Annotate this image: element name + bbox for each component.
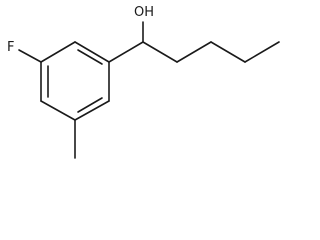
fluorine-bond <box>18 49 42 63</box>
ring-bond-4 <box>40 100 76 121</box>
ring-to-carbinol-bond <box>108 41 144 63</box>
ring-double-bond-2 <box>77 97 103 113</box>
ring-double-bond-1 <box>77 49 103 65</box>
ring-bond-1 <box>74 41 110 63</box>
chain-bond-4 <box>244 41 280 63</box>
molecule-svg: F OH <box>7 5 280 159</box>
chain-bond-2 <box>176 41 212 63</box>
ring-bond-6 <box>40 41 76 63</box>
hydroxyl-label: OH <box>134 5 154 20</box>
chain-bond-3 <box>210 41 246 63</box>
structure-diagram: F OH <box>7 5 280 159</box>
benzene-ring <box>40 41 110 121</box>
chain-bond-1 <box>142 41 178 63</box>
fluorine-label: F <box>7 40 14 55</box>
ring-bond-3 <box>74 100 110 121</box>
